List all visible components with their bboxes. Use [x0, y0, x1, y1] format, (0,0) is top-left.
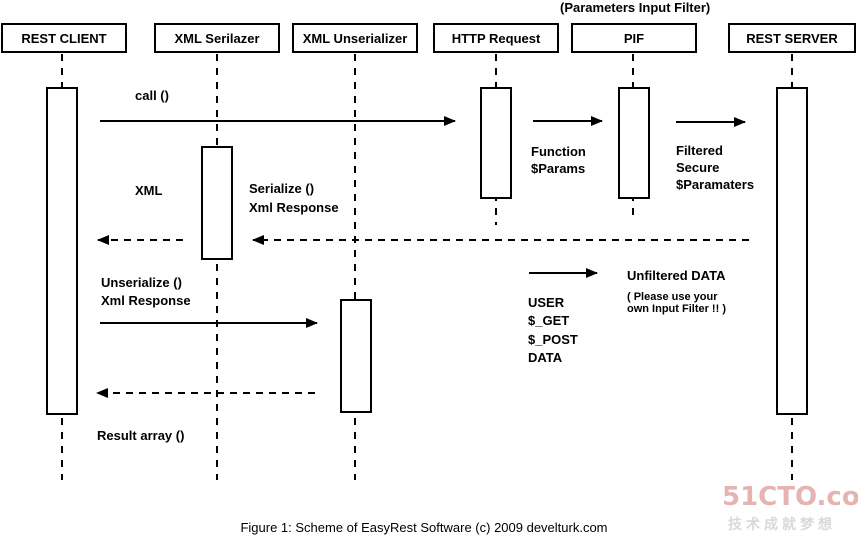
participant-http-request: HTTP Request — [433, 23, 559, 53]
activation-rest-client — [46, 87, 78, 415]
activation-xml-unserializer — [340, 299, 372, 413]
paramaters-label: $Paramaters — [676, 177, 754, 192]
params-label: $Params — [531, 161, 585, 176]
xml-label: XML — [135, 183, 163, 198]
participant-label: REST CLIENT — [21, 31, 106, 46]
activation-pif — [618, 87, 650, 199]
data-list-data: DATA — [528, 350, 563, 365]
participant-label: PIF — [624, 31, 644, 46]
data-list-get: $_GET — [528, 313, 569, 328]
activation-xml-serializer — [201, 146, 233, 260]
function-label: Function — [531, 144, 586, 159]
participant-label: XML Serilazer — [174, 31, 259, 46]
participant-label: REST SERVER — [746, 31, 838, 46]
pif-note: (Parameters Input Filter) — [560, 0, 710, 15]
figure-caption: Figure 1: Scheme of EasyRest Software (c… — [240, 520, 607, 535]
data-list-user: USER — [528, 295, 565, 310]
filtered-label: Filtered — [676, 143, 723, 158]
participant-rest-server: REST SERVER — [728, 23, 856, 53]
serialize-xml-response-label: Xml Response — [249, 200, 339, 215]
serialize-label: Serialize () — [249, 181, 314, 196]
participant-rest-client: REST CLIENT — [1, 23, 127, 53]
result-label: Result array () — [97, 428, 184, 443]
unfiltered-data-label: Unfiltered DATA — [627, 268, 726, 283]
unfiltered-note-line2: own Input Filter !! ) — [627, 303, 726, 315]
participant-xml-serializer: XML Serilazer — [154, 23, 280, 53]
activation-rest-server — [776, 87, 808, 415]
participant-label: XML Unserializer — [303, 31, 408, 46]
unfiltered-note-line1: ( Please use your — [627, 291, 718, 303]
participant-label: HTTP Request — [452, 31, 541, 46]
activation-http-request — [480, 87, 512, 199]
call-label: call () — [135, 88, 169, 103]
unserialize-label: Unserialize () — [101, 275, 182, 290]
secure-label: Secure — [676, 160, 719, 175]
participant-pif: PIF — [571, 23, 697, 53]
unserialize-xml-response-label: Xml Response — [101, 293, 191, 308]
participant-xml-unserializer: XML Unserializer — [292, 23, 418, 53]
data-list-post: $_POST — [528, 332, 578, 347]
watermark-brand: 51CTO.com — [722, 482, 858, 512]
watermark-tagline: 技术成就梦想 — [728, 516, 836, 533]
